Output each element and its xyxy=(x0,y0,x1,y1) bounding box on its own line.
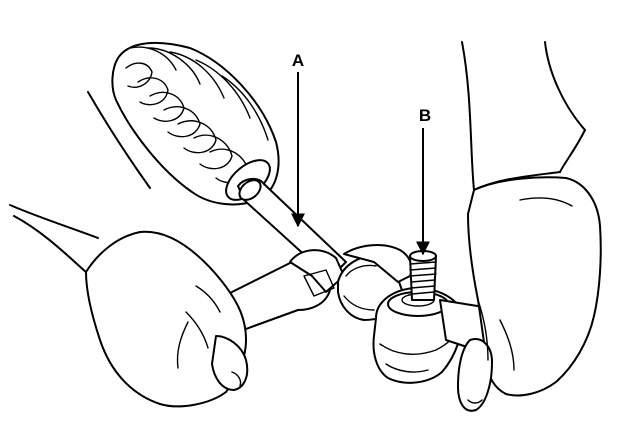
threaded-stud xyxy=(409,250,437,301)
left-hand xyxy=(85,230,249,408)
right-arm-sleeve xyxy=(461,41,586,191)
callout-b-label: B xyxy=(419,106,431,125)
callout-a-label: A xyxy=(292,51,304,70)
left-arm-sleeve xyxy=(9,91,151,273)
right-hand xyxy=(457,176,602,412)
callout-a: A xyxy=(291,51,305,228)
callout-b: B xyxy=(416,106,431,256)
